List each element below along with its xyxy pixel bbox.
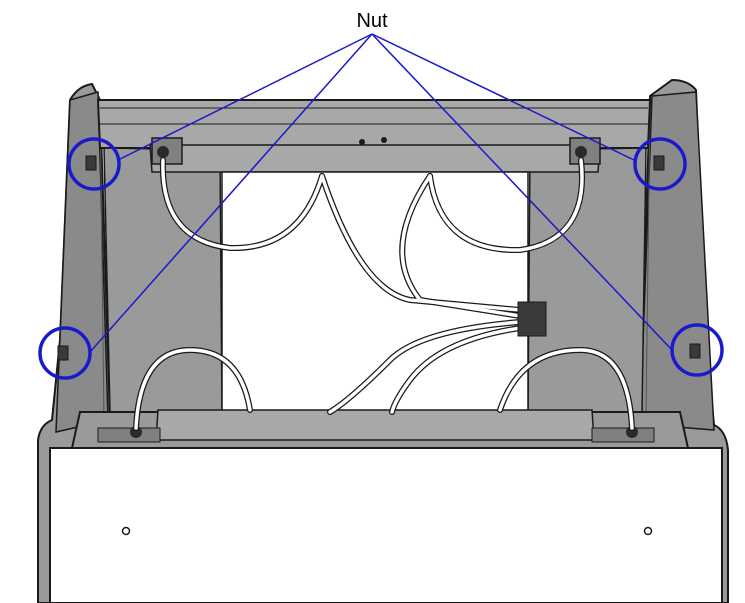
front-screw-left bbox=[97, 426, 161, 443]
nut-front-left bbox=[57, 345, 69, 361]
front-screw-right bbox=[591, 426, 655, 443]
rear-bracket-left bbox=[151, 137, 183, 165]
leader-line-rear-left bbox=[117, 33, 373, 161]
rear-bracket-right bbox=[569, 137, 601, 165]
nut-rear-right bbox=[653, 155, 665, 171]
callout-label-nut: Nut bbox=[356, 10, 388, 32]
callout-circles bbox=[38, 137, 724, 380]
leader-line-rear-right bbox=[371, 33, 635, 161]
nut-highlight-rear-left bbox=[67, 137, 121, 191]
nut-rear-left bbox=[85, 155, 97, 171]
nut-highlight-front-left bbox=[38, 326, 92, 380]
front-rail bbox=[70, 409, 690, 449]
nut-highlight-rear-right bbox=[633, 137, 687, 191]
inner-floor bbox=[103, 144, 647, 413]
callout-leader-lines bbox=[89, 33, 673, 353]
cables bbox=[133, 157, 635, 431]
leader-line-front-right bbox=[371, 33, 673, 351]
nut-highlight-front-right bbox=[670, 323, 724, 377]
nut-front-right bbox=[689, 343, 701, 359]
leader-line-front-left bbox=[89, 33, 373, 353]
back-rail bbox=[96, 99, 652, 149]
cable-connector-block bbox=[517, 301, 547, 337]
front-panel bbox=[49, 447, 723, 603]
